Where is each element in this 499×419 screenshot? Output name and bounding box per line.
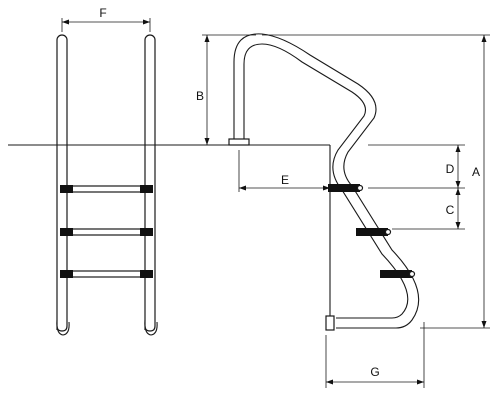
side-view: B E D C (196, 33, 490, 388)
dimension-b: B (196, 34, 256, 145)
side-handrail-outer (233, 33, 420, 329)
dimension-g-label: G (370, 365, 379, 379)
side-base-flange (228, 138, 250, 146)
dimension-b-label: B (196, 89, 204, 103)
front-left-rail-bottom (56, 319, 70, 336)
dimension-d-label: D (446, 162, 455, 176)
dimension-e-label: E (281, 173, 289, 187)
front-right-rail (144, 34, 156, 332)
dimension-e: E (238, 150, 330, 192)
dimension-d: D (368, 144, 465, 189)
dimension-g: G (325, 322, 425, 388)
front-right-rail-bottom (144, 319, 158, 336)
dimension-c: C (392, 188, 465, 230)
dimension-f: F (61, 6, 151, 32)
dimension-c-label: C (446, 203, 455, 217)
side-step (380, 270, 416, 278)
side-handrail-inner (243, 43, 409, 319)
dimension-f-label: F (99, 6, 106, 20)
dimension-a-label: A (472, 165, 480, 179)
side-wall-bumper (325, 315, 335, 331)
side-step (328, 184, 364, 192)
front-rung (60, 270, 153, 278)
front-view: F (56, 6, 158, 336)
side-step (356, 228, 392, 236)
front-rung (60, 228, 153, 236)
dimension-a: A (262, 34, 490, 329)
front-left-rail (56, 34, 68, 332)
front-rung (60, 185, 153, 193)
